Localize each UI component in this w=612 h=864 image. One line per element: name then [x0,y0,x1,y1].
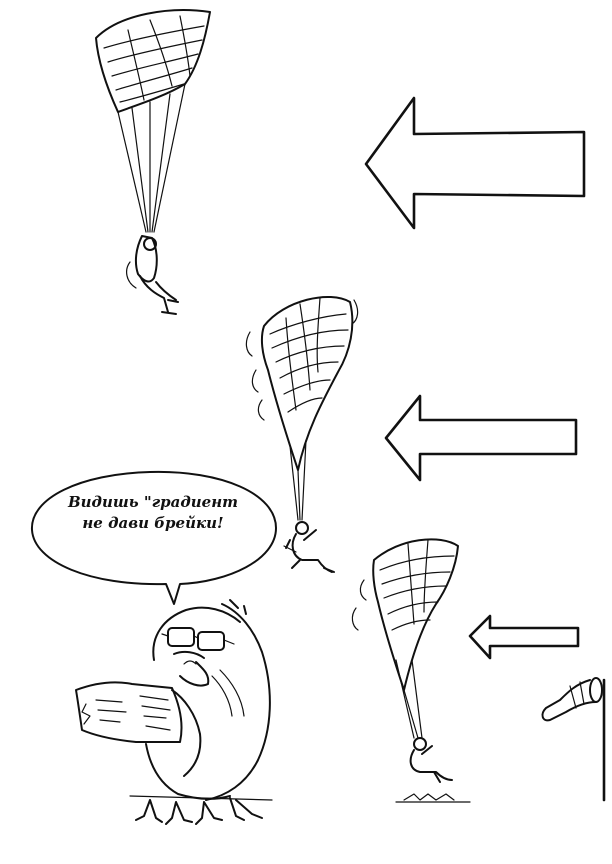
paraglider-middle [245,295,359,573]
wind-arrow-medium [384,394,578,482]
speech-bubble-text: Видишь "градиент не дави брейки! [48,492,258,534]
vulture-character [75,599,273,825]
paraglider-top [95,9,211,315]
paraglider-bottom [351,538,471,803]
speech-bubble [30,470,277,605]
wind-arrow-strong [364,96,586,230]
wind-arrow-weak [468,614,580,660]
windsock [541,677,606,802]
speech-line-1: Видишь "градиент [67,493,239,511]
speech-line-2: не дави брейки! [82,514,224,532]
